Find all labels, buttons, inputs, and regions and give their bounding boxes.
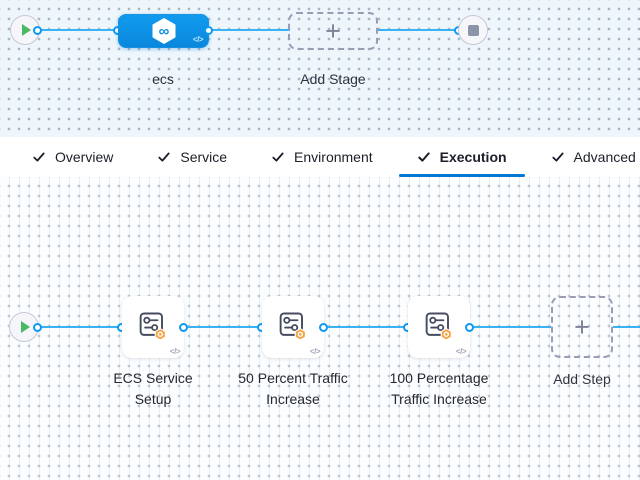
check-icon	[272, 152, 284, 162]
connector-line	[188, 326, 262, 328]
active-tab-underline	[398, 174, 525, 177]
code-icon: </>	[169, 347, 181, 356]
traffic-shift-step-icon	[279, 312, 306, 341]
gear-badge-icon	[154, 328, 166, 341]
connector-line	[328, 326, 408, 328]
tab-label: Overview	[55, 149, 114, 165]
tab-label: Execution	[439, 149, 507, 165]
ecs-step-icon	[139, 312, 166, 341]
code-icon: </>	[309, 347, 321, 356]
svg-text:∞: ∞	[158, 23, 169, 40]
tab-advanced[interactable]: Advanced	[529, 137, 640, 177]
stop-icon	[467, 24, 479, 36]
code-icon: </>	[455, 347, 467, 356]
step-node-50-percent-traffic-increase[interactable]: </>	[262, 296, 324, 358]
step-name-label: 50 Percent Traffic Increase	[238, 370, 348, 407]
check-icon	[551, 152, 564, 162]
stage-node-ecs[interactable]: ∞ </>	[118, 14, 209, 48]
cd-hexagon-icon: ∞	[152, 18, 175, 44]
add-stage-label: Add Stage	[300, 71, 366, 87]
tab-environment[interactable]: Environment	[249, 137, 395, 177]
check-icon	[33, 152, 45, 162]
plus-icon: +	[574, 311, 590, 342]
tab-execution[interactable]: Execution	[395, 137, 529, 177]
add-stage-button[interactable]: +	[288, 12, 378, 50]
execution-canvas[interactable]: </> ECS Service Setup </> 50 Percent Tra…	[0, 177, 640, 480]
check-icon	[417, 152, 430, 162]
connector-line	[474, 326, 551, 328]
connector-port	[33, 26, 42, 35]
connector-port	[179, 323, 188, 332]
connector-port	[204, 26, 213, 35]
stage-name-label: ecs	[152, 71, 174, 87]
connector-line	[208, 29, 290, 31]
step-node-100-percentage-traffic-increase[interactable]: </>	[408, 296, 470, 358]
play-icon	[22, 24, 31, 36]
check-icon	[158, 152, 170, 162]
tab-label: Advanced	[573, 149, 636, 165]
step-name-label: 100 Percentage Traffic Increase	[389, 370, 489, 407]
tab-overview[interactable]: Overview	[10, 137, 135, 177]
plus-icon: +	[325, 15, 341, 46]
stage-canvas[interactable]: ∞ </> ecs + Add Stage	[0, 0, 640, 137]
connector-line	[40, 326, 122, 328]
step-node-ecs-service-setup[interactable]: </>	[122, 296, 184, 358]
connector-port	[465, 323, 474, 332]
tab-label: Environment	[294, 149, 373, 165]
connector-line	[378, 29, 458, 31]
connector-line	[613, 326, 640, 328]
step-name-label: ECS Service Setup	[113, 370, 193, 407]
stage-config-tabbar: Overview Service Environment Execution A…	[0, 137, 640, 177]
traffic-shift-step-icon	[425, 312, 452, 341]
play-icon	[21, 321, 30, 333]
connector-port	[33, 323, 42, 332]
connector-line	[40, 29, 120, 31]
code-icon: </>	[192, 35, 204, 44]
tab-label: Service	[180, 149, 228, 165]
add-step-button[interactable]: +	[551, 296, 613, 358]
end-node[interactable]	[458, 15, 488, 45]
gear-badge-icon	[440, 328, 452, 341]
tab-service[interactable]: Service	[135, 137, 249, 177]
add-step-label: Add Step	[553, 371, 611, 387]
connector-port	[319, 323, 328, 332]
gear-badge-icon	[294, 328, 306, 341]
